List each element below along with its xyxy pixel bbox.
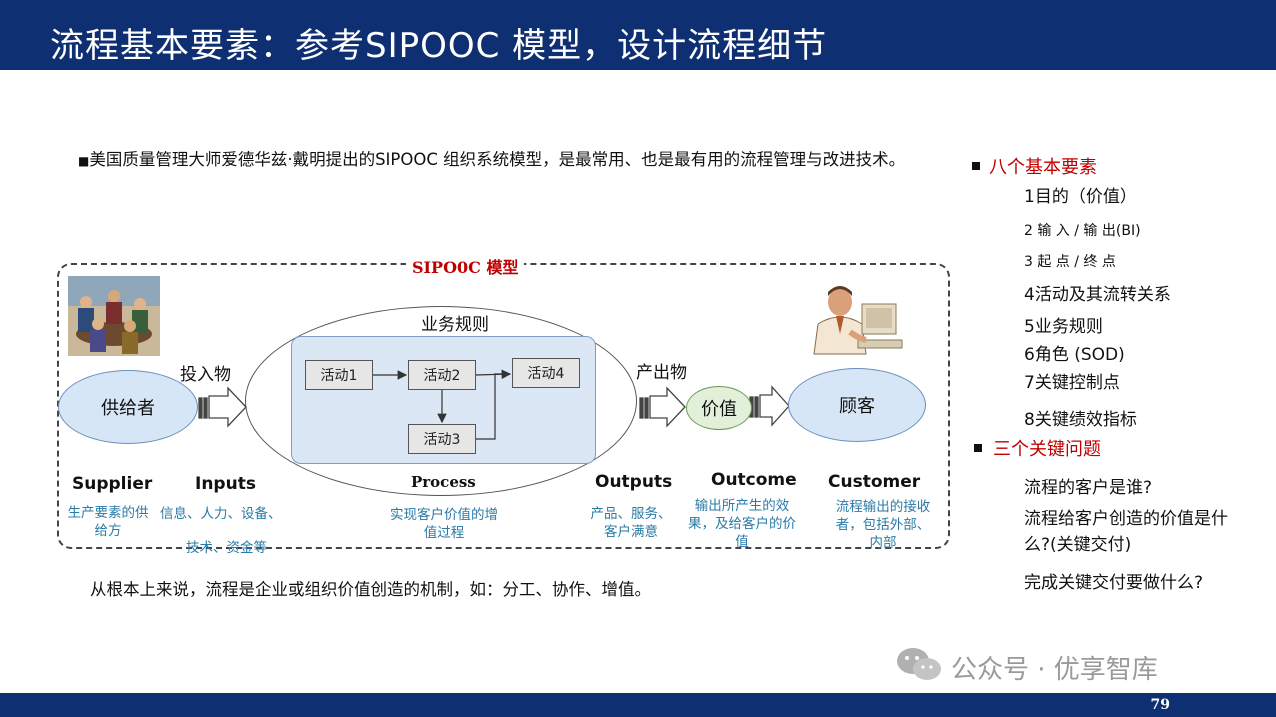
wechat-icon	[895, 645, 943, 690]
watermark: 公众号 · 优享智库	[895, 645, 1158, 690]
elements-heading: 八个基本要素	[989, 157, 1097, 178]
customer-label: Customer	[828, 472, 921, 492]
input-arrow-label: 投入物	[180, 365, 231, 385]
footer-bar	[0, 693, 1276, 717]
output-arrow-label: 产出物	[636, 363, 687, 383]
activity-1: 活动1	[305, 360, 373, 390]
process-ellipse	[245, 306, 637, 496]
element-item: 7关键控制点	[1024, 373, 1120, 393]
supplier-label: Supplier	[72, 474, 153, 494]
title-bar	[0, 0, 1276, 70]
customer-person-illustration	[800, 282, 910, 362]
page-number: 79	[1150, 697, 1170, 713]
process-area	[291, 336, 596, 464]
element-item: 5业务规则	[1024, 317, 1103, 337]
element-item: 6角色 (SOD)	[1024, 345, 1125, 365]
outcome-label: Outcome	[711, 470, 797, 490]
business-rules-label: 业务规则	[421, 315, 489, 335]
intro-text: 美国质量管理大师爱德华兹·戴明提出的SIPOOC 组织系统模型，是最常用、也是最…	[89, 150, 906, 169]
question-item: 流程给客户创造的价值是什么?(关键交付)	[1024, 509, 1228, 555]
square-bullet-icon	[974, 444, 982, 452]
element-item: 1目的（价值）	[1024, 187, 1137, 207]
page-title: 流程基本要素：参考SIPOOC 模型，设计流程细节	[50, 26, 828, 66]
question-item: 流程的客户是谁?	[1024, 478, 1153, 498]
process-label: Process	[411, 473, 476, 491]
inputs-desc-line2: 技术、资金等	[186, 540, 267, 556]
activity-3: 活动3	[408, 424, 476, 454]
diagram-title: SIPO0C 模型	[406, 254, 525, 278]
meeting-people-illustration	[68, 276, 160, 356]
question-item: 完成关键交付要做什么?	[1024, 573, 1204, 593]
element-item: 2 输 入 / 输 出(BI)	[1024, 223, 1141, 239]
inputs-desc-line1: 信息、人力、设备、	[160, 506, 282, 522]
square-bullet-icon: ■	[78, 154, 90, 168]
activity-2: 活动2	[408, 360, 476, 390]
customer-node: 顾客	[788, 368, 926, 442]
questions-heading: 三个关键问题	[993, 439, 1101, 460]
inputs-label: Inputs	[195, 474, 256, 494]
watermark-text: 公众号 · 优享智库	[951, 655, 1158, 685]
activity-4: 活动4	[512, 358, 580, 388]
outputs-label: Outputs	[595, 472, 673, 492]
conclusion-text: 从根本上来说，流程是企业或组织价值创造的机制，如：分工、协作、增值。	[90, 580, 651, 599]
element-item: 3 起 点 / 终 点	[1024, 254, 1116, 270]
outputs-desc: 产品、服务、客户满意	[590, 506, 672, 540]
supplier-node: 供给者	[58, 370, 198, 444]
element-item: 4活动及其流转关系	[1024, 285, 1171, 305]
outcome-desc: 输出所产生的效果，及给客户的价值	[688, 498, 796, 550]
supplier-desc: 生产要素的供给方	[67, 505, 149, 539]
value-node: 价值	[686, 386, 752, 430]
customer-desc: 流程输出的接收者，包括外部、内部	[835, 499, 931, 551]
process-desc: 实现客户价值的增值过程	[390, 507, 498, 541]
square-bullet-icon	[972, 162, 980, 170]
intro-paragraph: ■美国质量管理大师爱德华兹·戴明提出的SIPOOC 组织系统模型，是最常用、也是…	[78, 146, 938, 175]
element-item: 8关键绩效指标	[1024, 410, 1137, 430]
